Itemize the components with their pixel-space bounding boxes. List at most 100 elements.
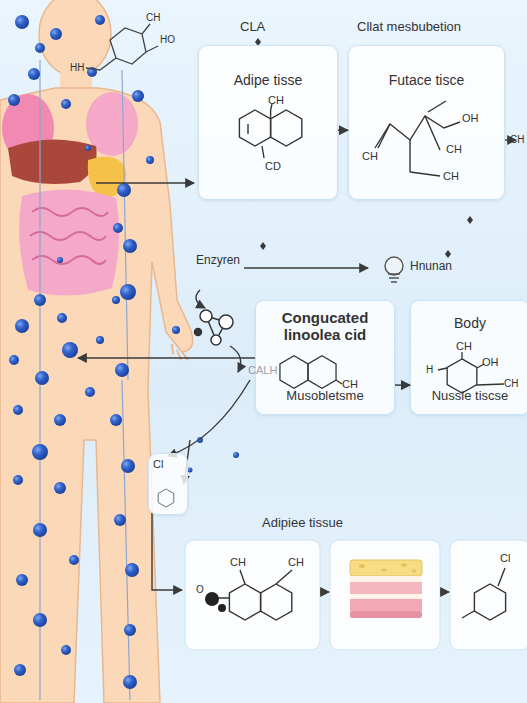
molecule-adipose-lower-circle <box>218 604 226 612</box>
text-label: Hnunan <box>410 260 452 273</box>
enzyme-icon-circle <box>219 315 233 329</box>
blue-dots-circle <box>110 414 122 426</box>
layered-cake-rect <box>350 599 422 611</box>
flow-arrow <box>395 384 410 386</box>
blue-dots-circle <box>132 90 144 102</box>
human-figure <box>0 0 193 703</box>
text-label: O <box>196 584 204 595</box>
layered-cake-ellipse <box>382 568 387 571</box>
human-icon-circle <box>385 257 403 275</box>
text-label: CH <box>510 134 524 145</box>
layered-cake-ellipse <box>401 563 407 567</box>
blue-dots-circle <box>57 257 63 263</box>
blue-dots-circle <box>172 326 180 334</box>
blue-dots-circle <box>35 43 45 53</box>
blue-dots-circle <box>112 296 120 304</box>
molecule-adipose-lower-path <box>214 570 292 598</box>
blue-dots-circle <box>34 294 46 306</box>
organs-ellipse <box>86 92 138 156</box>
blue-dots-circle <box>35 371 49 385</box>
molecule-adipose-lower-circle <box>205 592 219 606</box>
enzyme-icon-path <box>206 316 226 340</box>
flow-arrow <box>338 130 348 132</box>
organs-path <box>19 189 119 295</box>
flow-arrows-path <box>196 290 205 308</box>
blue-dots-circle <box>61 99 71 109</box>
blue-dots-circle <box>233 452 239 458</box>
molecule-chloro <box>462 568 506 620</box>
panel-box: Cl <box>148 453 188 515</box>
blue-dots-circle <box>54 414 66 426</box>
meridian-lines-path <box>122 380 130 700</box>
small-markers-path <box>467 216 473 224</box>
blue-dots-circle <box>114 514 126 526</box>
blue-dots-circle <box>54 482 66 494</box>
blue-dots-circle <box>96 336 104 344</box>
text-label: CH <box>342 378 358 390</box>
molecule-chloro-use <box>474 584 505 620</box>
molecule-adipose-lower-use <box>261 584 292 620</box>
text-label: CH <box>146 12 160 23</box>
layered-cake-ellipse <box>412 570 416 573</box>
blue-dots-circle <box>197 437 203 443</box>
blue-dots-circle <box>113 223 123 233</box>
human-figure-ellipse <box>39 0 111 76</box>
enzyme-icon-circle <box>200 310 212 322</box>
enzyme-icon-circle <box>211 335 221 345</box>
organs-ellipse <box>2 94 54 162</box>
flow-arrows-path <box>152 512 182 590</box>
head-molecule-path <box>86 24 158 70</box>
molecule-chloro-path <box>462 568 505 618</box>
text-label: HH <box>70 62 84 73</box>
blue-dots-circle <box>85 387 95 397</box>
blue-dots-circle <box>32 444 48 460</box>
blue-dots-circle <box>57 313 67 323</box>
panel-heading: Cl <box>153 458 183 471</box>
blue-dots-circle <box>85 145 91 151</box>
text-label: CH <box>230 556 246 568</box>
meridian-lines-path <box>122 70 128 380</box>
blue-dots-circle <box>146 156 154 164</box>
layered-cake-rect <box>350 611 422 618</box>
human-figure-path <box>0 88 193 703</box>
blue-dots-circle <box>124 624 136 636</box>
text-label: Cl <box>500 552 510 564</box>
small-markers-path <box>445 250 451 258</box>
organs-path <box>88 157 126 198</box>
panel-box: Congucated linoolea cidMusobletsme <box>255 300 395 415</box>
flow-arrows-path <box>96 182 194 183</box>
blue-dots-circle <box>13 405 23 415</box>
text-label: HO <box>160 34 175 45</box>
text-label: CD <box>265 160 281 172</box>
layered-cake <box>350 560 422 618</box>
layered-cake-rect <box>350 576 422 582</box>
text-label: CH <box>446 143 462 155</box>
human-icon-path <box>388 274 400 282</box>
enzyme-icon <box>195 310 234 345</box>
molecule-adipose-lower-use <box>229 584 260 620</box>
blue-dots-circle <box>69 555 79 565</box>
blue-dots-circle <box>15 319 29 333</box>
panel-frames-rect <box>330 540 440 650</box>
panel-caption: Nussle tiscse <box>417 389 523 404</box>
organs-path <box>30 208 108 264</box>
layered-cake-rect <box>350 582 422 594</box>
human-icon <box>385 257 403 282</box>
text-label: CLA <box>240 20 265 34</box>
panel-box: BodyNussle tiscse <box>410 300 527 415</box>
blue-dots-circle <box>121 459 135 473</box>
blue-dots-circle <box>125 563 139 577</box>
blue-dots-circle <box>28 68 40 80</box>
blue-dots-circle <box>15 15 29 29</box>
organs-path <box>8 139 97 184</box>
small-markers-path <box>260 242 266 250</box>
blue-dots-circle <box>115 363 129 377</box>
text-label: Enzyren <box>196 254 240 267</box>
panel-box: Futace tisce <box>348 45 505 200</box>
panel-heading: Congucated linoolea cid <box>274 309 376 344</box>
panel-heading: Futace tisce <box>357 72 496 88</box>
layered-cake-rect <box>350 560 422 576</box>
text-label: Adipiee tissue <box>262 516 343 530</box>
enzyme-icon-circle <box>195 329 202 336</box>
text-label: CH <box>268 94 284 106</box>
